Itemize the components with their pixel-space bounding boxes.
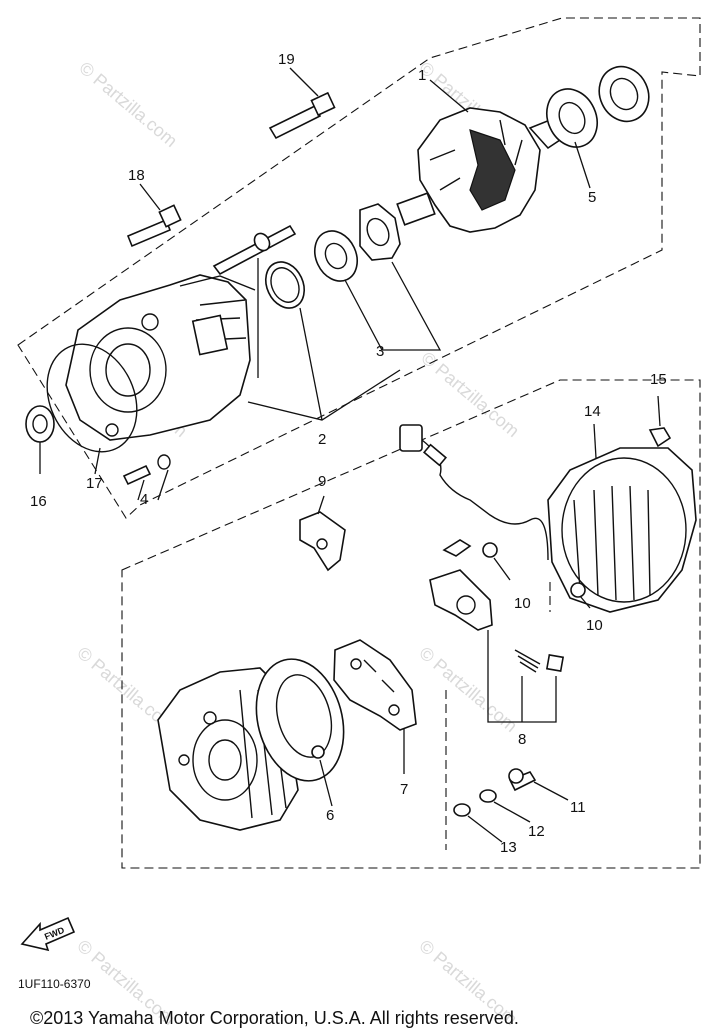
forward-arrow-icon: FWD [20,916,76,952]
screw-10b-part[interactable] [570,582,586,598]
washer-12-part[interactable] [479,789,497,803]
callout-1[interactable]: 1 [418,67,426,84]
callout-4[interactable]: 4 [140,491,148,508]
callout-2[interactable]: 2 [318,431,326,448]
callout-7[interactable]: 7 [400,781,408,798]
callout-10b[interactable]: 10 [586,617,603,634]
leader-line [493,801,531,823]
callout-10a[interactable]: 10 [514,595,531,612]
leader-line [657,395,661,427]
o-ring-2-part[interactable] [259,256,312,315]
leader-line [344,261,442,351]
upper-assembly-boundary [17,17,701,519]
leader-line [574,141,591,189]
bearing-cover-part[interactable] [590,58,657,129]
leader-line [319,759,333,807]
leader-line [487,630,557,723]
cap-9-part[interactable] [299,511,346,572]
rotor-bearing-part[interactable] [538,81,607,156]
bolt-18-part[interactable] [126,204,182,248]
callout-12[interactable]: 12 [528,823,545,840]
rear-cover-14-part[interactable] [547,447,697,613]
callout-14[interactable]: 14 [584,403,601,420]
leader-line [493,557,591,609]
wire-lead-part[interactable] [399,424,549,561]
callout-9[interactable]: 9 [318,473,326,490]
front-housing-part[interactable] [65,274,256,441]
copyright-notice: ©2013 Yamaha Motor Corporation, U.S.A. A… [30,1008,519,1028]
callout-labels: 1 2 3 4 5 6 7 8 9 10 10 11 12 13 14 15 1… [30,51,667,856]
nut-15-part[interactable] [648,427,672,448]
callout-18[interactable]: 18 [128,167,145,184]
watermark: © Partzilla.com [75,58,181,151]
diagram-code: 1UF110-6370 [18,977,91,991]
callout-6[interactable]: 6 [326,807,334,824]
leader-line [289,67,319,97]
leader-line [94,447,101,475]
bolt-19-part[interactable] [268,91,336,140]
lower-assembly-boundary [121,379,701,869]
callout-11[interactable]: 11 [570,799,586,816]
callout-15[interactable]: 15 [650,371,667,388]
regulator-7-part[interactable] [333,639,417,731]
washer-13-part[interactable] [453,803,471,817]
callout-16[interactable]: 16 [30,493,47,510]
callout-3[interactable]: 3 [376,343,384,360]
stud-bolt-part[interactable] [212,224,297,276]
callout-5[interactable]: 5 [588,189,596,206]
leader-line [137,469,169,501]
alignment-line [445,582,551,850]
screw-4-part[interactable] [122,454,171,486]
gasket-17-part[interactable] [30,329,153,466]
screw-10a-part[interactable] [442,539,498,558]
screw-11-part[interactable] [508,768,537,792]
leader-line [429,79,469,113]
callout-17[interactable]: 17 [86,475,103,492]
stator-6-part[interactable] [243,649,356,791]
leader-line [247,307,401,421]
leader-line [593,423,597,459]
callout-8[interactable]: 8 [518,731,526,748]
brush-holder-8-part[interactable] [429,569,565,673]
oil-seal-16-part[interactable] [25,405,55,443]
leader-line [467,815,503,843]
callout-13[interactable]: 13 [500,839,517,856]
bearing-3-part[interactable] [307,203,401,288]
callout-19[interactable]: 19 [278,51,295,68]
leader-line [317,495,325,515]
leader-line [533,781,569,801]
leader-line [139,183,161,211]
rotor-part[interactable] [396,107,577,233]
